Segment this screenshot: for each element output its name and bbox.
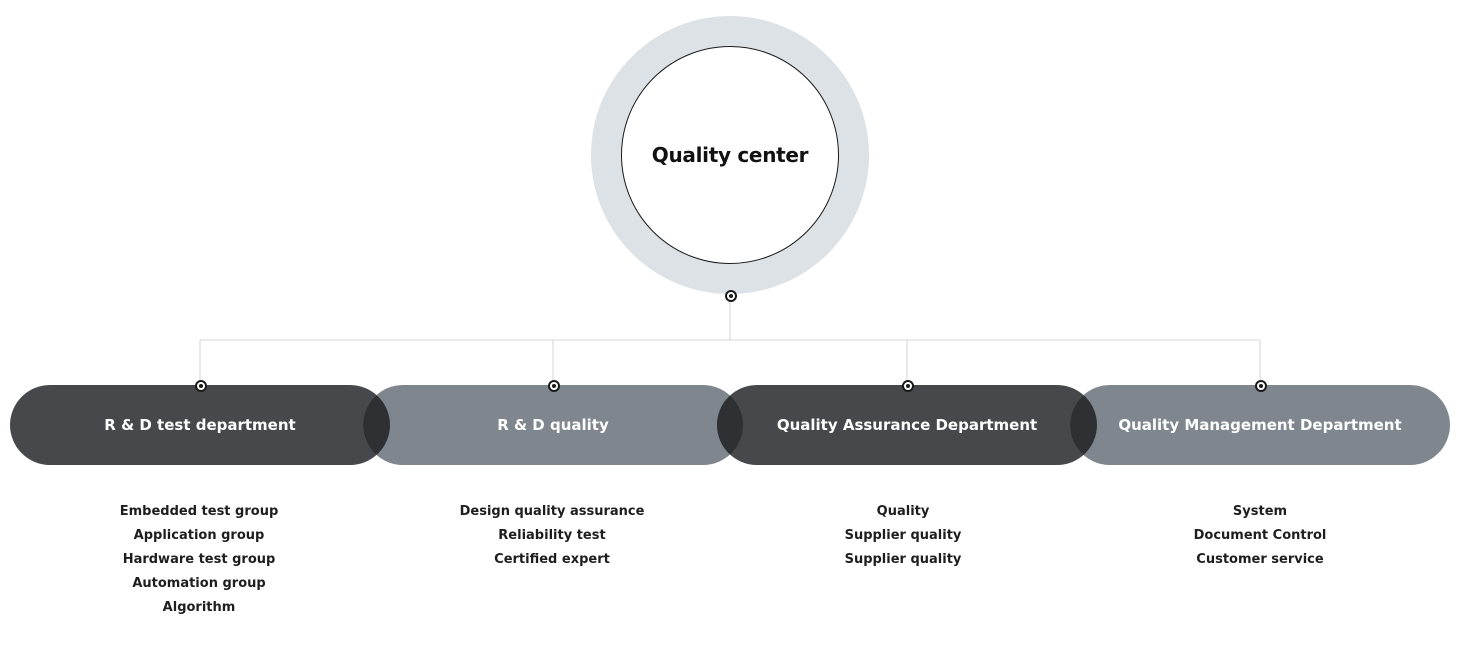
- center-node-dot: [725, 290, 737, 302]
- dept-rd-quality-node-dot: [548, 380, 560, 392]
- overlap-3: [1070, 385, 1097, 465]
- group-item: Supplier quality: [844, 528, 962, 543]
- group-item: Customer service: [1196, 552, 1324, 567]
- overlap-1: [363, 385, 390, 465]
- group-item: Certified expert: [494, 552, 610, 567]
- dept-rd-test: R & D test department: [10, 385, 390, 465]
- group-item: Reliability test: [498, 528, 606, 543]
- dept-quality-management: Quality Management Department: [1070, 385, 1450, 465]
- quality-center-title: Quality center: [651, 143, 809, 167]
- group-item: System: [1232, 504, 1288, 519]
- quality-management-groups: System Document Control Customer service: [1110, 500, 1410, 572]
- quality-center-node: Quality center: [591, 16, 869, 294]
- group-item: Embedded test group: [119, 504, 279, 519]
- group-item: Algorithm: [162, 600, 236, 615]
- dept-rd-quality: R & D quality: [363, 385, 743, 465]
- rd-quality-groups: Design quality assurance Reliability tes…: [402, 500, 702, 572]
- dept-quality-management-node-dot: [1255, 380, 1267, 392]
- group-item: Application group: [133, 528, 265, 543]
- group-item: Automation group: [132, 576, 266, 591]
- quality-center-inner-circle: Quality center: [621, 46, 839, 264]
- group-item: Design quality assurance: [459, 504, 645, 519]
- dept-rd-test-node-dot: [195, 380, 207, 392]
- group-item: Hardware test group: [122, 552, 276, 567]
- group-item: Supplier quality: [844, 552, 962, 567]
- dept-quality-assurance-node-dot: [902, 380, 914, 392]
- dept-rd-test-label: R & D test department: [104, 416, 296, 434]
- quality-assurance-groups: Quality Supplier quality Supplier qualit…: [753, 500, 1053, 572]
- group-item: Document Control: [1193, 528, 1327, 543]
- dept-rd-quality-label: R & D quality: [497, 416, 609, 434]
- dept-quality-assurance: Quality Assurance Department: [717, 385, 1097, 465]
- group-item: Quality: [876, 504, 930, 519]
- dept-quality-assurance-label: Quality Assurance Department: [776, 416, 1038, 434]
- rd-test-groups: Embedded test group Application group Ha…: [49, 500, 349, 620]
- dept-quality-management-label: Quality Management Department: [1118, 416, 1402, 434]
- overlap-2: [717, 385, 743, 465]
